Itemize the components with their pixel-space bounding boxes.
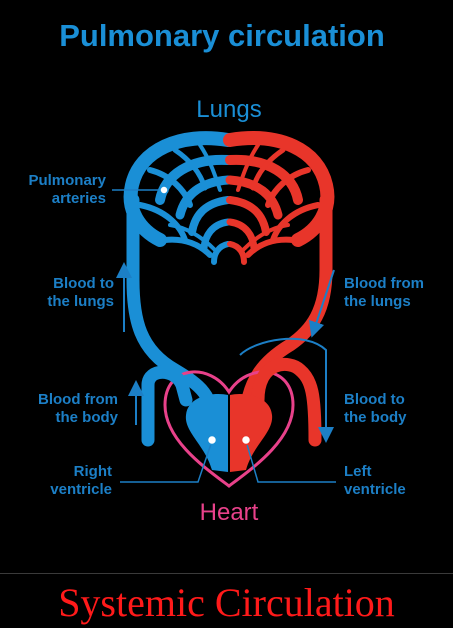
lungs-label: Lungs bbox=[196, 96, 261, 123]
right-heart-chambers bbox=[185, 394, 228, 472]
right-ventricle-label-line1: Right bbox=[74, 463, 112, 480]
aorta-vessel bbox=[251, 358, 322, 447]
left-heart-chambers bbox=[230, 394, 273, 472]
lung-blue-network bbox=[123, 131, 235, 265]
blood-to-lungs-label-line1: Blood to bbox=[53, 275, 114, 292]
blood-to-body-label-line2: the body bbox=[344, 409, 407, 426]
blood-to-body-label-line1: Blood to bbox=[344, 391, 405, 408]
left-ventricle-leader bbox=[245, 440, 336, 483]
blood-from-lungs-arrow bbox=[308, 269, 335, 338]
blood-from-body-label-line1: Blood from bbox=[38, 391, 118, 408]
diagram-title: Pulmonary circulation bbox=[59, 18, 385, 53]
pulmonary-circulation-diagram: Pulmonary circulation Lungs bbox=[28, 18, 424, 526]
blood-to-body-arrow bbox=[239, 337, 334, 443]
heart-label: Heart bbox=[200, 499, 259, 526]
blood-from-lungs-label-line1: Blood from bbox=[344, 275, 424, 292]
left-ventricle-label-line2: ventricle bbox=[344, 481, 406, 498]
blood-to-lungs-label-line2: the lungs bbox=[47, 293, 114, 310]
pulmonary-vein-vessel bbox=[239, 193, 333, 417]
right-ventricle-leader bbox=[120, 440, 213, 483]
vena-cava-vessel bbox=[141, 365, 193, 447]
caption: Systemic Circulation bbox=[58, 580, 395, 625]
lung-red-network bbox=[223, 131, 335, 265]
caption-divider bbox=[0, 573, 453, 574]
right-ventricle-marker bbox=[206, 434, 218, 446]
left-ventricle-label-line1: Left bbox=[344, 463, 372, 480]
right-ventricle-label-line2: ventricle bbox=[50, 481, 112, 498]
pulmonary-arteries-label-line2: arteries bbox=[52, 190, 106, 207]
left-ventricle-marker bbox=[240, 434, 252, 446]
blood-from-body-label-line2: the body bbox=[56, 409, 119, 426]
blood-from-lungs-label-line2: the lungs bbox=[344, 293, 411, 310]
pulmonary-arteries-marker bbox=[159, 185, 169, 195]
pulmonary-arteries-label-line1: Pulmonary bbox=[28, 172, 106, 189]
